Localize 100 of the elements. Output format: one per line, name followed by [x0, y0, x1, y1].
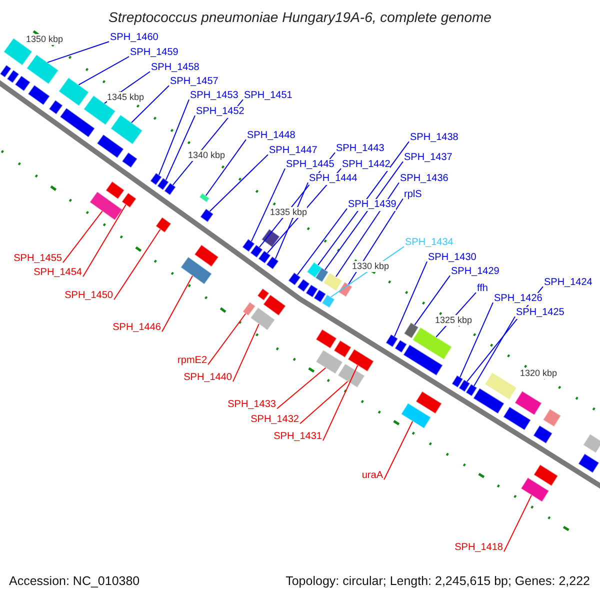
gene-block	[250, 307, 276, 330]
gene-block	[338, 364, 365, 388]
gene-block	[258, 250, 271, 264]
gene-label: SPH_1429	[451, 266, 500, 278]
gene-label: SPH_1453	[190, 90, 238, 102]
gene-block	[306, 262, 322, 278]
gene-label: SPH_1448	[247, 130, 296, 142]
gene-block	[578, 454, 600, 473]
leader-line	[318, 141, 410, 266]
scale-label: 1320 kbp	[520, 368, 558, 379]
scale-label: 1335 kbp	[270, 207, 308, 218]
leader-line	[296, 208, 348, 276]
accession-text: Accession: NC_010380	[9, 574, 140, 588]
gene-block	[164, 182, 176, 196]
gene-block	[473, 388, 504, 414]
gene-label: SPH_1440	[184, 372, 232, 384]
gene-block	[297, 279, 310, 292]
leader-line	[348, 198, 404, 285]
gene-label: rplS	[404, 189, 422, 201]
gene-block	[394, 340, 407, 353]
gene-block	[306, 284, 318, 298]
gene-block	[314, 290, 326, 302]
leader-line	[394, 261, 428, 337]
leader-line	[131, 85, 170, 124]
gene-label: SPH_1444	[309, 173, 358, 185]
gene-block	[106, 181, 124, 200]
leader-line	[274, 182, 308, 260]
leader-line	[114, 228, 161, 300]
gene-label: SPH_1454	[34, 267, 82, 279]
gene-label: SPH_1439	[348, 199, 396, 211]
gene-label: SPH_1424	[544, 277, 592, 289]
gene-block	[288, 272, 301, 286]
gene-label: SPH_1452	[196, 106, 244, 118]
scale-label: 1345 kbp	[107, 92, 144, 103]
gene-block	[503, 406, 531, 430]
gene-label: SPH_1455	[14, 253, 62, 265]
gene-label: SPH_1425	[516, 307, 564, 319]
gene-block	[316, 350, 343, 374]
gene-block	[263, 294, 286, 316]
leader-line	[474, 316, 516, 386]
gene-label: SPH_1442	[342, 159, 390, 171]
gene-block	[199, 193, 210, 202]
gene-block	[458, 380, 470, 392]
leader-line	[232, 324, 260, 382]
leader-line	[78, 56, 130, 86]
gene-block	[334, 340, 352, 358]
gene-block	[386, 334, 398, 348]
leader-line	[209, 154, 268, 212]
gene-label: SPH_1447	[269, 145, 318, 157]
leader-line	[300, 381, 348, 424]
gene-label: SPH_1418	[454, 542, 503, 554]
gene-block	[262, 228, 280, 248]
leader-line	[205, 139, 246, 196]
leader-line	[47, 41, 110, 63]
gene-label: SPH_1431	[274, 431, 322, 443]
gene-block	[250, 244, 263, 258]
gene-block	[484, 372, 517, 400]
genome-summary-text: Topology: circular; Length: 2,245,615 bp; Genes: 2,222	[286, 574, 590, 588]
gene-label: SPH_1433	[228, 399, 276, 411]
leader-line	[208, 313, 246, 366]
gene-block	[257, 288, 270, 300]
gene-block	[242, 238, 255, 252]
gene-block	[48, 100, 63, 114]
gene-label: SPH_1436	[400, 173, 448, 185]
gene-label: SPH_1434	[405, 237, 454, 249]
gene-block	[6, 70, 20, 83]
leader-line	[62, 210, 103, 264]
gene-label: SPH_1443	[336, 143, 384, 155]
leader-line	[165, 115, 196, 180]
scale-label: 1350 kbp	[26, 34, 64, 45]
gene-block	[348, 349, 374, 372]
scale-label: 1325 kbp	[435, 315, 472, 326]
gene-block	[122, 152, 138, 168]
gene-block	[404, 322, 419, 338]
gene-block	[60, 108, 95, 138]
gene-label: SPH_1459	[130, 47, 178, 59]
gene-block	[323, 272, 342, 291]
gene-block	[338, 282, 352, 297]
gene-block	[150, 172, 162, 186]
gene-label: SPH_1451	[244, 90, 292, 102]
gene-block	[0, 64, 12, 78]
gene-label: SPH_1460	[110, 32, 158, 44]
gene-block	[96, 134, 124, 158]
gene-block	[200, 208, 214, 222]
gene-label: SPH_1457	[170, 76, 218, 88]
gene-block	[322, 294, 335, 308]
gene-block	[533, 425, 552, 444]
gene-label: SPH_1432	[250, 414, 299, 426]
gene-label: SPH_1437	[404, 152, 452, 164]
scale-label: 1330 kbp	[352, 261, 390, 272]
leader-line	[414, 275, 450, 326]
leader-line	[162, 275, 193, 332]
gene-block	[110, 114, 142, 144]
gene-block	[90, 192, 122, 220]
leader-line	[276, 367, 326, 410]
leader-line	[504, 494, 532, 552]
leader-line	[322, 364, 358, 442]
gene-block	[452, 375, 464, 388]
gene-block	[466, 384, 478, 396]
leader-line	[324, 161, 404, 270]
